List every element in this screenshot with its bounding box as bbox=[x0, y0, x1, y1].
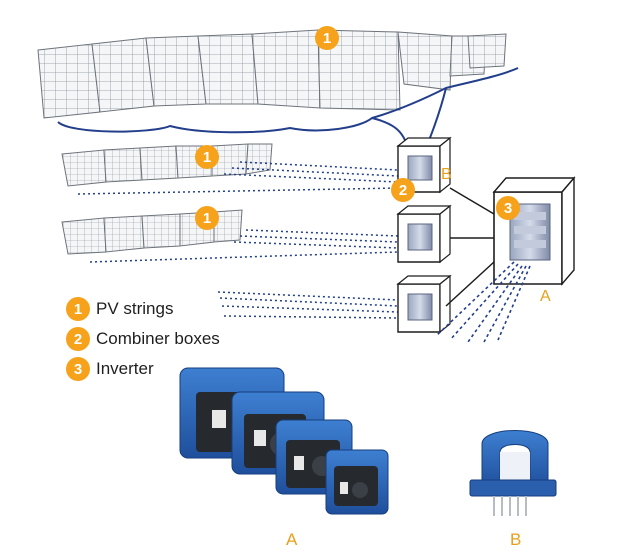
pv-string-cables-4 bbox=[217, 291, 399, 319]
label-inverter-a: A bbox=[540, 288, 551, 305]
label-combiner-b: B bbox=[441, 166, 452, 183]
legend-badge: 1 bbox=[66, 297, 90, 321]
pv-string-top bbox=[37, 29, 519, 157]
badge-combiner: 2 bbox=[391, 178, 415, 202]
label-sensor-a: A bbox=[286, 530, 298, 549]
label-sensor-b: B bbox=[510, 530, 522, 549]
badge-pv-string-top: 1 bbox=[315, 26, 339, 50]
pv-string-low bbox=[61, 209, 399, 263]
badge-pv-string-mid: 1 bbox=[195, 145, 219, 169]
legend-badge: 3 bbox=[66, 357, 90, 381]
current-sensor-group-a bbox=[179, 367, 389, 515]
legend-label: PV strings bbox=[96, 299, 174, 318]
inverter bbox=[492, 176, 576, 286]
legend-item-inverter: 3 Inverter bbox=[66, 354, 220, 384]
pv-string-mid bbox=[61, 143, 399, 195]
badge-pv-string-low: 1 bbox=[195, 206, 219, 230]
legend-label: Inverter bbox=[96, 359, 154, 378]
combiner-to-inverter-cables bbox=[445, 187, 495, 307]
legend-label: Combiner boxes bbox=[96, 329, 220, 348]
legend-item-pv-strings: 1 PV strings bbox=[66, 294, 220, 324]
legend-item-combiner-boxes: 2 Combiner boxes bbox=[66, 324, 220, 354]
legend: 1 PV strings 2 Combiner boxes 3 Inverter bbox=[66, 294, 220, 384]
inverter-output-cables bbox=[435, 261, 531, 343]
combiner-box-2 bbox=[396, 204, 452, 264]
combiner-box-3 bbox=[396, 274, 452, 334]
legend-badge: 2 bbox=[66, 327, 90, 351]
combiner-box-1 bbox=[396, 136, 452, 194]
badge-inverter: 3 bbox=[496, 196, 520, 220]
current-sensor-b bbox=[469, 430, 557, 516]
